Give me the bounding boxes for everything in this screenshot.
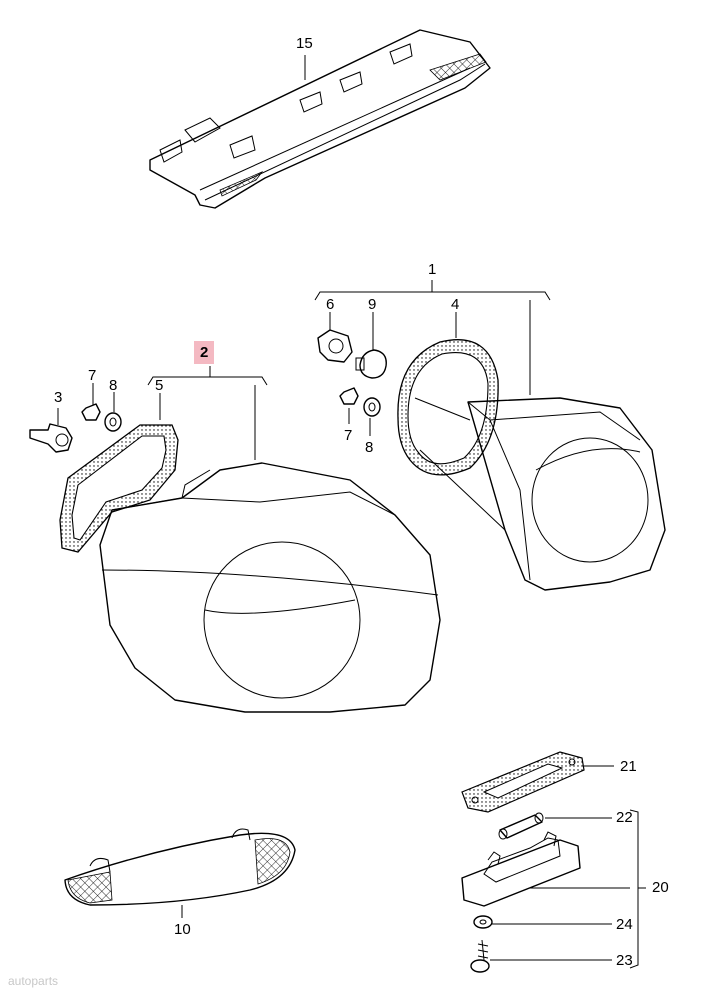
gasket-21 <box>461 751 614 813</box>
callout-24: 24 <box>616 916 633 933</box>
callout-5: 5 <box>155 377 164 394</box>
callout-23: 23 <box>616 952 633 969</box>
bulb-holder-6 <box>317 312 353 363</box>
bracket-2 <box>147 366 268 460</box>
reflector-10 <box>64 828 296 918</box>
bulb-9 <box>355 312 387 379</box>
nut-7-left <box>81 383 101 421</box>
callout-7-left: 7 <box>88 367 97 384</box>
callout-3: 3 <box>54 389 63 406</box>
washer-24 <box>473 915 612 929</box>
callout-8-right: 8 <box>365 439 374 456</box>
callout-2-highlighted: 2 <box>194 341 215 364</box>
callout-7-right: 7 <box>344 427 353 444</box>
bracket-20 <box>629 809 646 969</box>
callout-20: 20 <box>652 879 669 896</box>
screw-23 <box>470 939 612 973</box>
callout-9: 9 <box>368 296 377 313</box>
gasket-5 <box>59 393 179 553</box>
callout-8-left: 8 <box>109 377 118 394</box>
washer-8-left <box>104 392 122 432</box>
callout-4: 4 <box>451 296 460 313</box>
licence-lamp-housing <box>461 831 630 907</box>
nut-7-right <box>339 387 359 424</box>
callout-6: 6 <box>326 296 335 313</box>
callout-21: 21 <box>620 758 637 775</box>
callout-10: 10 <box>174 921 191 938</box>
inner-tail-light-1 <box>414 397 666 591</box>
outer-tail-light-2 <box>99 462 441 713</box>
bracket-1 <box>314 280 551 395</box>
festoon-bulb-22 <box>498 812 612 840</box>
callout-15: 15 <box>296 35 313 52</box>
washer-8-right <box>363 397 381 436</box>
callout-22: 22 <box>616 809 633 826</box>
high-level-brake-light <box>149 29 491 209</box>
bulb-holder-3 <box>29 408 73 453</box>
gasket-4 <box>397 312 499 476</box>
callout-1: 1 <box>428 261 437 278</box>
watermark: autoparts <box>8 974 59 988</box>
